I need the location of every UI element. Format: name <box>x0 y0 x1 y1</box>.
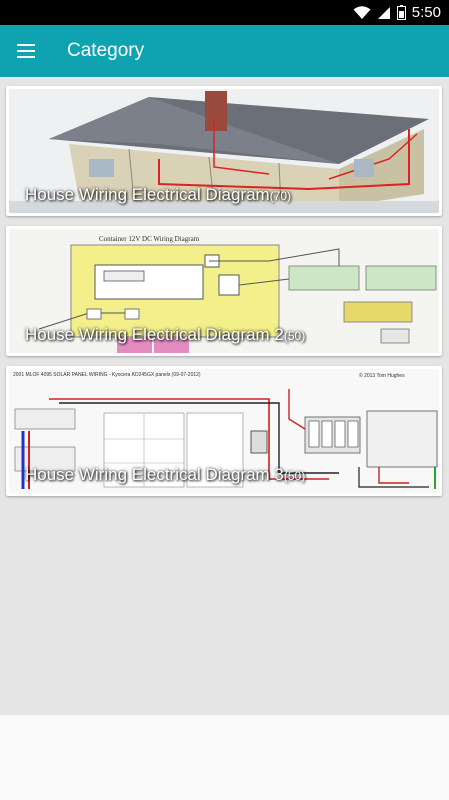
battery-icon <box>396 5 406 20</box>
category-label-3: House Wiring Electrical Diagram 3(50) <box>25 465 305 485</box>
status-time: 5:50 <box>411 4 441 21</box>
app-bar: Category <box>0 25 449 77</box>
hamburger-menu-icon[interactable] <box>10 35 42 67</box>
category-count: (70) <box>269 189 292 203</box>
category-title: House Wiring Electrical Diagram 2 <box>25 325 284 344</box>
wifi-icon <box>353 5 371 19</box>
category-thumbnail-house: House Wiring Electrical Diagram(70) <box>9 89 439 213</box>
diagram-credit-3: © 2013 Tom Hughes <box>359 372 405 379</box>
signal-icon <box>377 6 390 19</box>
category-thumbnail-solar-wiring: 2001 MLOF 4095 SOLAR PANEL WIRING - Kyoc… <box>9 369 439 493</box>
category-card-2[interactable]: Container 12V DC Wiring Diagram <box>6 226 442 356</box>
status-bar: 5:50 <box>0 0 449 25</box>
category-title: House Wiring Electrical Diagram 3 <box>25 465 284 484</box>
status-icons: 5:50 <box>353 3 441 22</box>
category-list: House Wiring Electrical Diagram(70) Cont… <box>0 77 449 715</box>
category-card-3[interactable]: 2001 MLOF 4095 SOLAR PANEL WIRING - Kyoc… <box>6 366 442 496</box>
category-card-1[interactable]: House Wiring Electrical Diagram(70) <box>6 86 442 216</box>
category-label-2: House Wiring Electrical Diagram 2(50) <box>25 325 305 345</box>
category-label-1: House Wiring Electrical Diagram(70) <box>25 185 291 205</box>
category-count: (50) <box>283 469 306 483</box>
diagram-heading-2: Container 12V DC Wiring Diagram <box>99 235 200 243</box>
category-thumbnail-container-wiring: Container 12V DC Wiring Diagram <box>9 229 439 353</box>
diagram-heading-3: 2001 MLOF 4095 SOLAR PANEL WIRING - Kyoc… <box>13 372 201 378</box>
category-count: (50) <box>283 329 306 343</box>
page-title: Category <box>67 40 145 61</box>
category-title: House Wiring Electrical Diagram <box>25 185 270 204</box>
bottom-area <box>0 715 449 800</box>
